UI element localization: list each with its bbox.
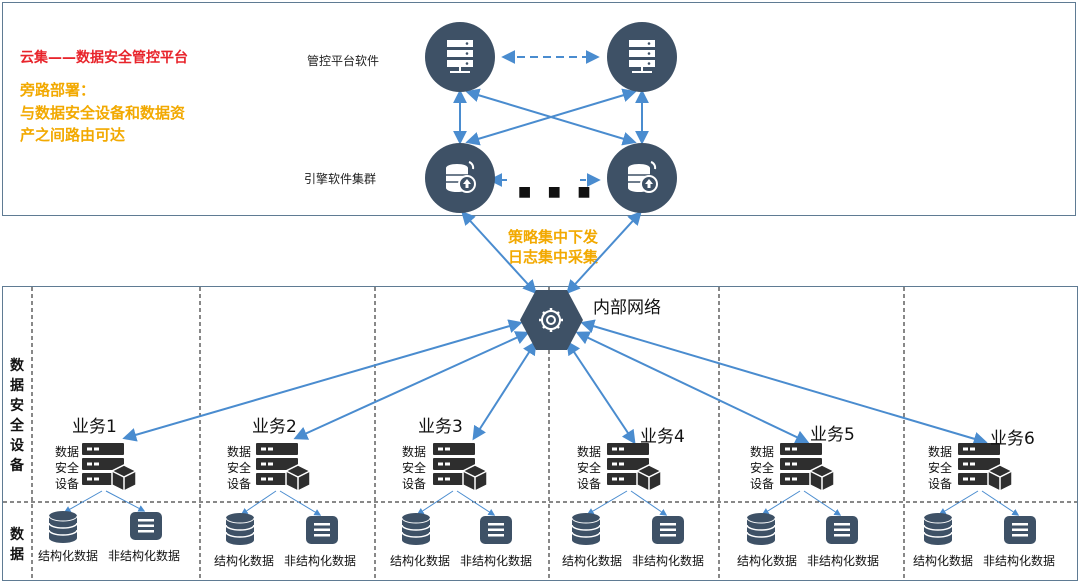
mgmt-software-label: 管控平台软件 bbox=[307, 54, 380, 68]
business-label-3: 业务3 bbox=[418, 417, 463, 437]
device-to-unstructured-arrow-5 bbox=[803, 490, 842, 516]
device-text-2: 数据安全设备 bbox=[227, 445, 252, 491]
deploy-desc-2: 产之间路由可达 bbox=[20, 126, 126, 144]
document-icon-3 bbox=[480, 516, 512, 544]
engine-node-left bbox=[425, 143, 495, 213]
internal-network-label: 内部网络 bbox=[593, 298, 661, 318]
engine-node-right bbox=[607, 143, 677, 213]
device-to-unstructured-arrow-3 bbox=[456, 490, 496, 516]
device-to-structured-arrow-4 bbox=[586, 490, 628, 515]
security-device-2 bbox=[255, 442, 311, 492]
business-label-2: 业务2 bbox=[252, 417, 297, 437]
unstructured-data-label-2: 非结构化数据 bbox=[284, 554, 357, 568]
device-text-3: 数据安全设备 bbox=[402, 445, 427, 491]
device-to-unstructured-arrow-4 bbox=[630, 490, 668, 516]
business-label-6: 业务6 bbox=[990, 429, 1035, 449]
security-device-5 bbox=[779, 442, 835, 492]
engine-cluster-label: 引擎软件集群 bbox=[304, 172, 377, 186]
database-icon-2 bbox=[225, 512, 255, 546]
device-to-structured-arrow-6 bbox=[938, 490, 979, 515]
document-icon-2 bbox=[306, 516, 338, 544]
business-label-1: 业务1 bbox=[72, 417, 117, 437]
business-label-4: 业务4 bbox=[640, 427, 685, 447]
unstructured-data-label-3: 非结构化数据 bbox=[460, 554, 533, 568]
device-to-structured-arrow-5 bbox=[761, 490, 801, 515]
device-to-unstructured-arrow-1 bbox=[105, 490, 146, 512]
device-text-4: 数据安全设备 bbox=[577, 445, 602, 491]
structured-data-label-4: 结构化数据 bbox=[562, 554, 623, 568]
device-to-structured-arrow-1 bbox=[63, 490, 103, 513]
unstructured-data-label-4: 非结构化数据 bbox=[632, 554, 705, 568]
database-icon-1 bbox=[48, 510, 78, 544]
database-icon-3 bbox=[401, 512, 431, 546]
document-icon-1 bbox=[130, 512, 162, 540]
document-icon-5 bbox=[826, 516, 858, 544]
document-icon-4 bbox=[652, 516, 684, 544]
mgmt-server-right bbox=[607, 22, 677, 92]
structured-data-label-2: 结构化数据 bbox=[214, 554, 275, 568]
internal-network-hub bbox=[520, 290, 583, 350]
security-device-3 bbox=[432, 442, 488, 492]
document-icon-6 bbox=[1004, 516, 1036, 544]
security-device-4 bbox=[606, 442, 662, 492]
device-to-unstructured-arrow-6 bbox=[981, 490, 1020, 516]
database-icon-6 bbox=[923, 512, 953, 546]
unstructured-data-label-6: 非结构化数据 bbox=[983, 554, 1056, 568]
unstructured-data-label-1: 非结构化数据 bbox=[108, 549, 181, 563]
device-text-5: 数据安全设备 bbox=[750, 445, 775, 491]
database-icon-4 bbox=[571, 512, 601, 546]
device-to-structured-arrow-2 bbox=[240, 490, 277, 515]
structured-data-label-5: 结构化数据 bbox=[737, 554, 798, 568]
device-text-1: 数据安全设备 bbox=[55, 445, 80, 491]
data-row-label: 数 据 bbox=[10, 527, 24, 563]
security-device-1 bbox=[81, 442, 137, 492]
deploy-title: 旁路部署： bbox=[20, 81, 96, 99]
structured-data-label-6: 结构化数据 bbox=[913, 554, 974, 568]
deploy-desc-1: 与数据安全设备和数据资 bbox=[20, 104, 186, 122]
device-text-6: 数据安全设备 bbox=[928, 445, 953, 491]
device-to-structured-arrow-3 bbox=[416, 490, 454, 515]
platform-title: 云集——数据安全管控平台 bbox=[20, 50, 188, 66]
structured-data-label-3: 结构化数据 bbox=[390, 554, 451, 568]
unstructured-data-label-5: 非结构化数据 bbox=[807, 554, 880, 568]
database-icon-5 bbox=[746, 512, 776, 546]
structured-data-label-1: 结构化数据 bbox=[38, 549, 99, 563]
security-device-6 bbox=[957, 442, 1013, 492]
mgmt-server-left bbox=[425, 22, 495, 92]
business-label-5: 业务5 bbox=[810, 425, 855, 445]
device-to-unstructured-arrow-2 bbox=[279, 490, 322, 516]
devices-row-label: 数 据 安 全 设 备 bbox=[10, 358, 24, 474]
ellipsis: ■ ■ ■ bbox=[518, 184, 597, 200]
